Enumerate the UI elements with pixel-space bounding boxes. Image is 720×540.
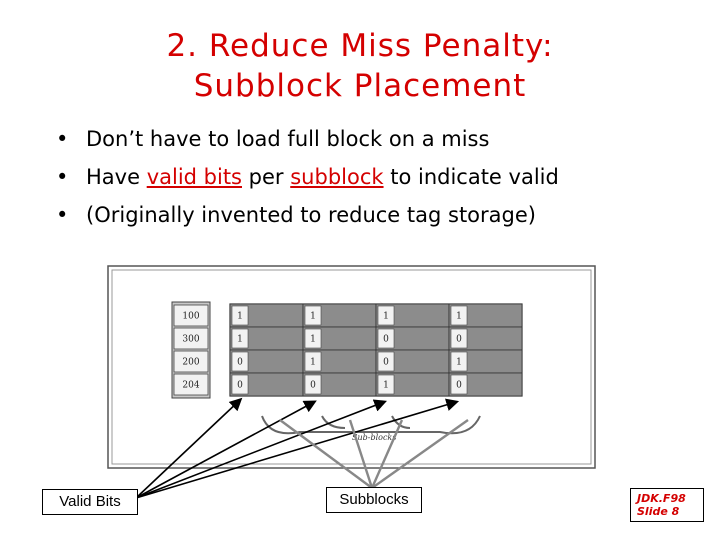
- valid-bit-cell: [304, 328, 322, 349]
- bullet-marker: •: [56, 203, 69, 227]
- valid-bits-label: Valid Bits: [42, 489, 138, 515]
- valid-bit-cell: [304, 374, 322, 395]
- bullet-marker: •: [56, 127, 69, 151]
- tag-cell: [173, 304, 209, 327]
- valid-bits-link[interactable]: valid bits: [146, 165, 242, 189]
- valid-bit-value: 1: [310, 358, 316, 368]
- valid-bit-value: 0: [456, 381, 462, 391]
- slide-title: 2. Reduce Miss Penalty: Subblock Placeme…: [0, 26, 720, 106]
- valid-bit-value: 1: [237, 335, 243, 345]
- valid-bit-value: 1: [383, 312, 389, 322]
- valid-bit-cell: [231, 305, 249, 326]
- subblock-link[interactable]: subblock: [290, 165, 384, 189]
- valid-bit-cell: [231, 351, 249, 372]
- subblocks-arrows: [279, 419, 469, 489]
- arrow-to-col-1: [135, 397, 243, 499]
- bullet-list: • Don’t have to load full block on a mis…: [56, 120, 559, 234]
- bullet-2-text-pre: Have: [86, 165, 147, 189]
- tag-cell: [173, 373, 209, 396]
- valid-bit-value: 0: [383, 358, 389, 368]
- valid-bit-value: 1: [237, 312, 243, 322]
- valid-bit-cell: [377, 351, 395, 372]
- valid-bit-cell: [231, 328, 249, 349]
- valid-bit-value: 1: [456, 312, 462, 322]
- bullet-3: • (Originally invented to reduce tag sto…: [56, 196, 559, 234]
- valid-bit-cell: [304, 351, 322, 372]
- valid-bit-cell: [450, 328, 468, 349]
- valid-bit-value: 1: [383, 381, 389, 391]
- valid-bit-cell: [377, 374, 395, 395]
- title-line-2: Subblock Placement: [193, 68, 527, 104]
- valid-bit-cell: [450, 351, 468, 372]
- valid-bit-cell: [231, 374, 249, 395]
- valid-bit-value: 0: [456, 335, 462, 345]
- valid-bit-cell: [377, 305, 395, 326]
- bullet-marker: •: [56, 165, 69, 189]
- tag-cell: [173, 327, 209, 350]
- valid-bit-value: 0: [383, 335, 389, 345]
- valid-bit-value: 1: [456, 358, 462, 368]
- footer-course: JDK.F98: [637, 492, 686, 505]
- valid-bit-value: 0: [237, 381, 243, 391]
- bullet-3-text: (Originally invented to reduce tag stora…: [86, 203, 536, 227]
- valid-bit-cell: [377, 328, 395, 349]
- bullet-1-text: Don’t have to load full block on a miss: [86, 127, 490, 151]
- valid-bit-cell: [450, 305, 468, 326]
- subblock-arrow-4: [371, 419, 469, 489]
- slide-footer: JDK.F98 Slide 8: [630, 488, 704, 522]
- figure-inner-frame: [111, 269, 592, 465]
- subblock-arrow-2: [348, 419, 374, 489]
- tag-value: 300: [182, 335, 199, 345]
- footer-slide-number: Slide 8: [637, 505, 680, 518]
- valid-bit-value: 0: [237, 358, 243, 368]
- arrow-to-col-4: [135, 398, 460, 499]
- valid-bit-value: 0: [310, 381, 316, 391]
- subblock-arrow-3: [370, 419, 404, 489]
- tag-value: 204: [182, 381, 199, 391]
- tag-cell: [173, 350, 209, 373]
- bullet-2: • Have valid bits per subblock to indica…: [56, 158, 559, 196]
- sub-blocks-annotation: Sub-blocks: [352, 433, 396, 442]
- bullet-2-text-post: to indicate valid: [383, 165, 559, 189]
- bullet-1: • Don’t have to load full block on a mis…: [56, 120, 559, 158]
- arrow-to-col-3: [135, 399, 387, 499]
- title-line-1: 2. Reduce Miss Penalty:: [166, 28, 554, 64]
- bullet-2-text-mid: per: [242, 165, 291, 189]
- valid-bit-value: 1: [310, 335, 316, 345]
- tag-value: 200: [182, 358, 199, 368]
- valid-bit-value: 1: [310, 312, 316, 322]
- valid-bits-arrows: [135, 397, 460, 499]
- valid-bit-cell: [450, 374, 468, 395]
- subblock-arrow-1: [279, 419, 373, 489]
- tag-value: 100: [182, 312, 199, 322]
- subblocks-label: Subblocks: [326, 487, 422, 513]
- valid-bit-cell: [304, 305, 322, 326]
- arrow-to-col-2: [135, 400, 317, 499]
